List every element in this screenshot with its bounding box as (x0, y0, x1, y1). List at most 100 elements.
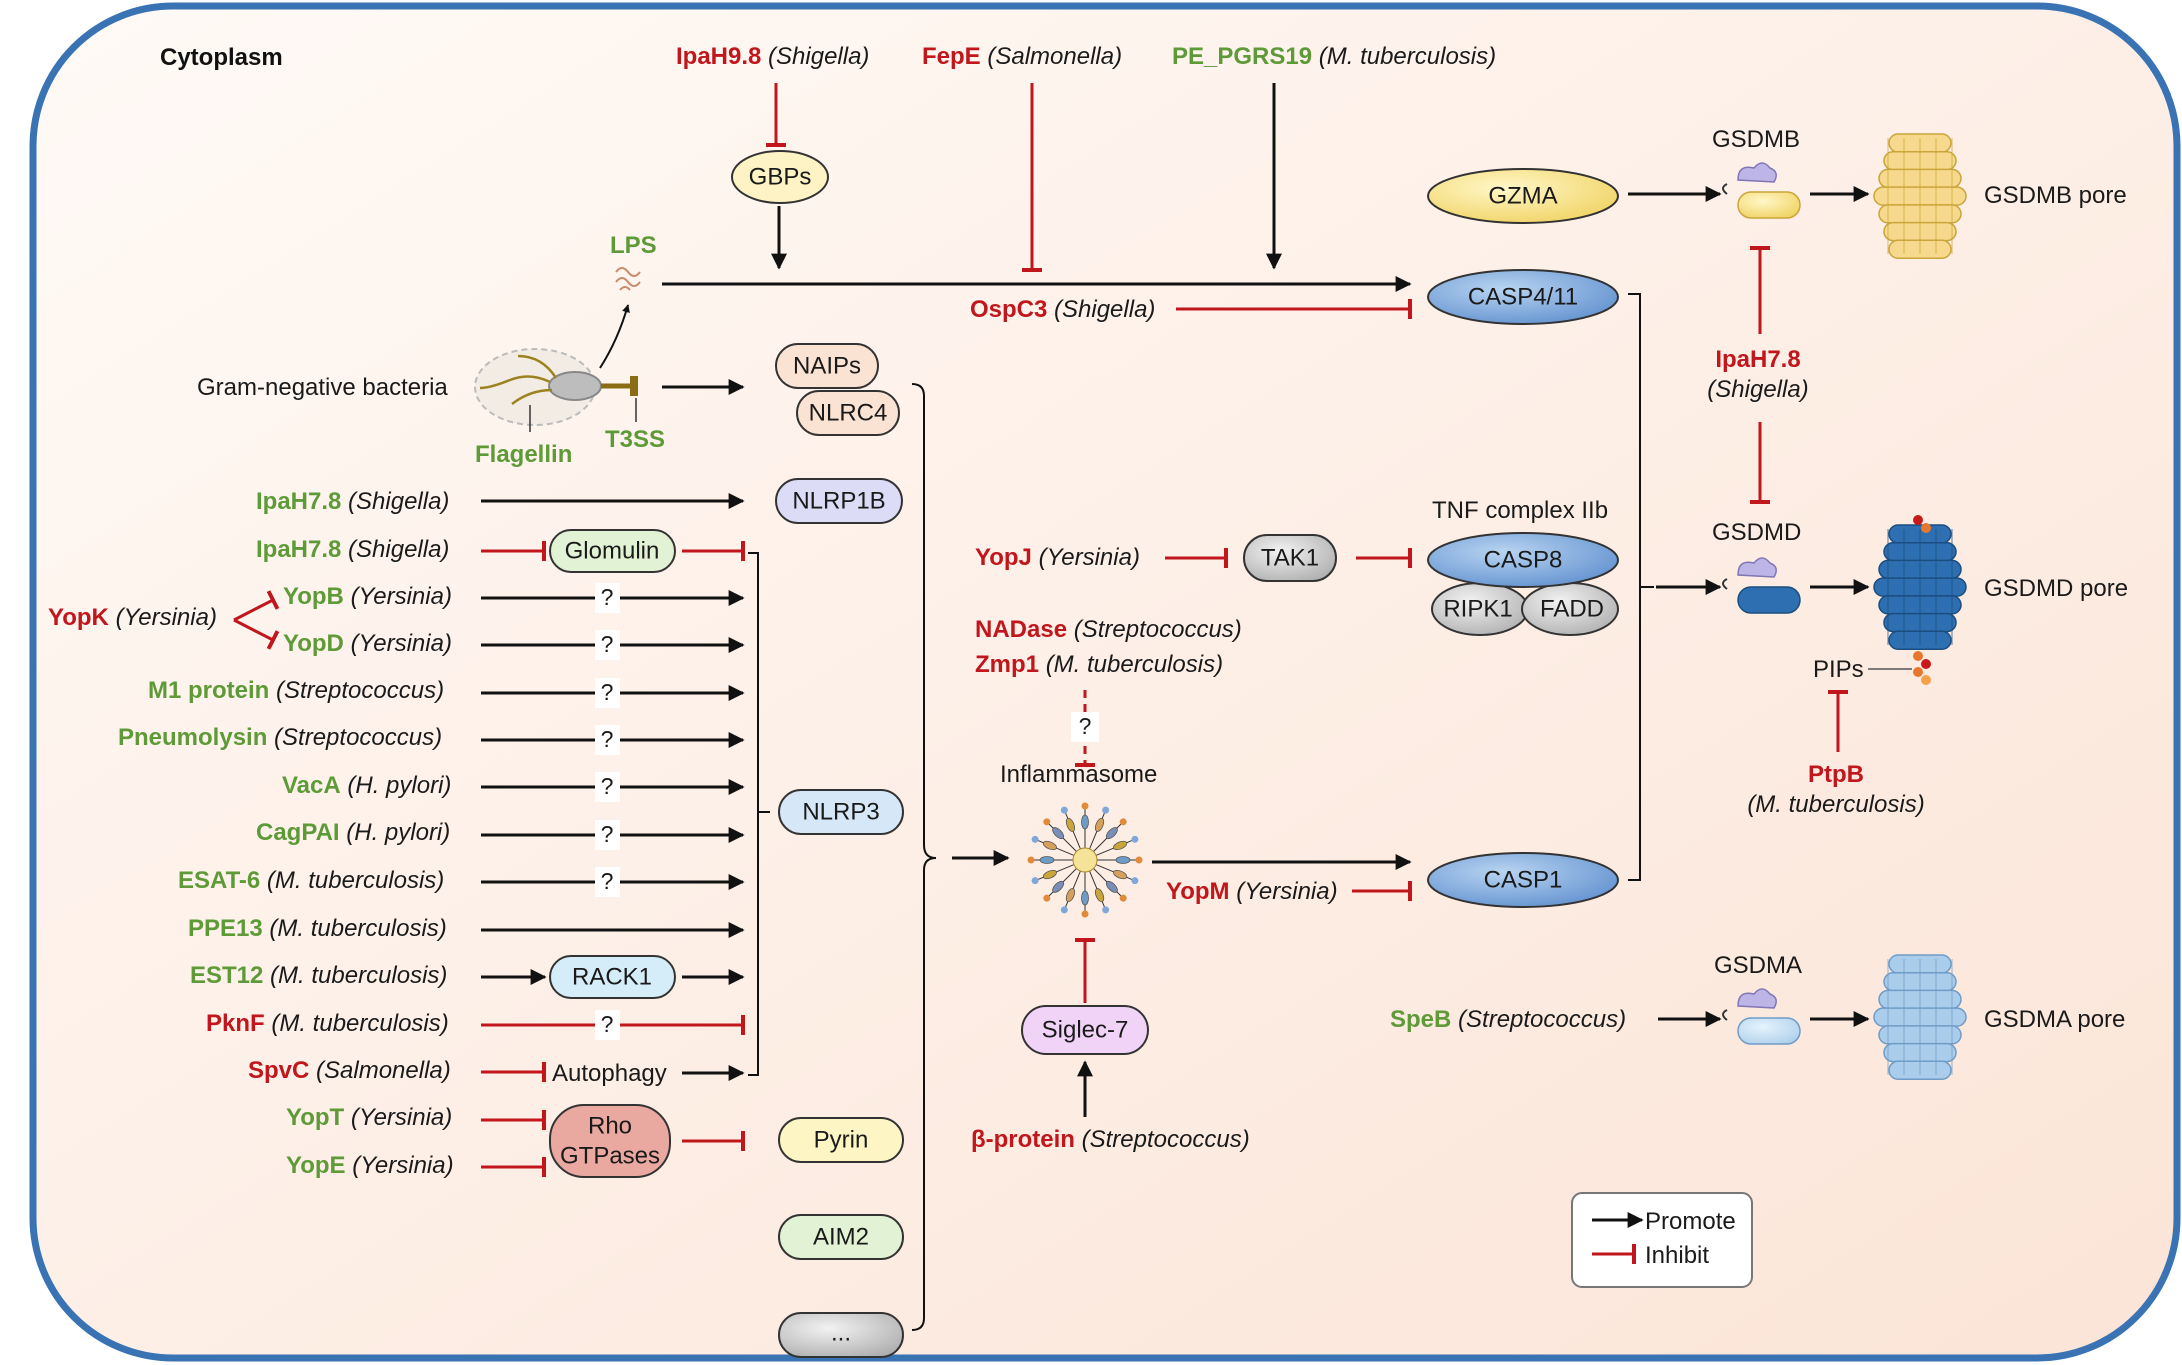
factor-ipah78-2: IpaH7.8 (Shigella) (256, 536, 449, 563)
factor-cagpai: CagPAI (H. pylori) (256, 819, 450, 846)
compartment-label: Cytoplasm (160, 44, 283, 71)
node-aim2: AIM2 (778, 1214, 904, 1260)
factor-ipah78-1: IpaH7.8 (Shigella) (256, 488, 449, 515)
factor-fepe: FepE (Salmonella) (922, 43, 1122, 70)
legend: Promote Inhibit (1571, 1192, 1753, 1288)
node-casp8: CASP8 (1427, 532, 1619, 588)
node-nlrc4: NLRC4 (796, 390, 900, 436)
node-nlrp3: NLRP3 (778, 789, 904, 835)
svg-text:RACK1: RACK1 (572, 963, 652, 990)
node-siglec7: Siglec-7 (1021, 1005, 1149, 1055)
factor-yopt: YopT (Yersinia) (286, 1104, 452, 1131)
factor-vaca: VacA (H. pylori) (282, 772, 451, 799)
factor-ppe13: PPE13 (M. tuberculosis) (188, 915, 447, 942)
svg-text:CASP8: CASP8 (1484, 546, 1563, 573)
gsdma-pore-icon (1873, 954, 1967, 1081)
arrow-yopd: ? (481, 630, 745, 660)
svg-text:CASP4/11: CASP4/11 (1468, 283, 1578, 310)
inhibit-pknf: ? (481, 1010, 745, 1040)
factor-m1-protein: M1 protein (Streptococcus) (148, 677, 444, 704)
gsdmb-protein-icon (1722, 162, 1801, 219)
node-glomulin: Glomulin (549, 529, 676, 573)
gsdma-protein-icon (1722, 988, 1801, 1045)
arrow-vaca: ? (481, 772, 745, 802)
factor-yopj: YopJ (Yersinia) (975, 544, 1140, 571)
inflammasome-icon (1027, 802, 1143, 918)
node-gsdma: GSDMA (1714, 952, 1802, 979)
svg-text:?: ? (1079, 713, 1092, 739)
bacteria-icon (474, 348, 638, 432)
node-pips: PIPs (1813, 656, 1864, 683)
node-gbps: GBPs (731, 150, 829, 204)
factor-ptpb-org: (M. tuberculosis) (1747, 791, 1924, 818)
factor-est12: EST12 (M. tuberculosis) (190, 962, 447, 989)
node-gsdmb: GSDMB (1712, 126, 1800, 153)
gsdmd-protein-icon (1722, 557, 1801, 614)
svg-text:?: ? (601, 631, 614, 657)
node-rack1: RACK1 (549, 955, 676, 999)
factor-ptpb: PtpB (1808, 761, 1864, 788)
svg-text:AIM2: AIM2 (813, 1223, 869, 1250)
factor-pneumolysin: Pneumolysin (Streptococcus) (118, 724, 442, 751)
svg-text:?: ? (601, 773, 614, 799)
svg-text:GZMA: GZMA (1488, 182, 1557, 209)
svg-text:Rho: Rho (588, 1112, 632, 1139)
node-t3ss: T3SS (605, 426, 665, 453)
svg-text:Glomulin: Glomulin (565, 537, 660, 564)
node-nlrp1b: NLRP1B (775, 478, 903, 524)
svg-text:NLRP1B: NLRP1B (792, 487, 885, 514)
svg-text:?: ? (601, 726, 614, 752)
factor-nadase: NADase (Streptococcus) (975, 616, 1242, 643)
inhibit-nadase-zmp1: ? (1071, 690, 1099, 767)
node-ripk1: RIPK1 (1431, 582, 1529, 636)
node-gsdma-pore: GSDMA pore (1984, 1006, 2125, 1033)
factor-zmp1: Zmp1 (M. tuberculosis) (975, 651, 1223, 678)
node-gsdmd-pore: GSDMD pore (1984, 575, 2128, 602)
node-other-sensors: ... (778, 1312, 904, 1358)
svg-text:?: ? (601, 679, 614, 705)
nlrp3-bracket (748, 552, 770, 1076)
factor-ospc3: OspC3 (Shigella) (970, 296, 1155, 323)
node-fadd: FADD (1521, 582, 1619, 636)
svg-text:RIPK1: RIPK1 (1443, 595, 1512, 622)
node-naips: NAIPs (775, 343, 879, 389)
node-casp1: CASP1 (1427, 852, 1619, 908)
pips-icon (1913, 515, 1931, 685)
factor-ipah78-right: IpaH7.8 (1715, 346, 1800, 373)
gsdmb-pore-icon (1873, 133, 1967, 260)
node-gsdmd: GSDMD (1712, 519, 1801, 546)
svg-text:Siglec-7: Siglec-7 (1042, 1016, 1129, 1043)
svg-text:?: ? (601, 868, 614, 894)
svg-text:FADD: FADD (1540, 595, 1604, 622)
node-gzma: GZMA (1427, 168, 1619, 224)
node-lps: LPS (610, 232, 657, 259)
svg-text:?: ? (601, 1011, 614, 1037)
factor-pknf: PknF (M. tuberculosis) (206, 1010, 449, 1037)
inhibit-yopk-yopb (233, 590, 280, 622)
svg-text:Pyrin: Pyrin (814, 1126, 869, 1153)
svg-text:CASP1: CASP1 (1484, 866, 1563, 893)
arrow-cagpai: ? (481, 820, 745, 850)
node-inflammasome-label: Inflammasome (1000, 761, 1157, 788)
svg-text:?: ? (601, 584, 614, 610)
svg-text:GTPases: GTPases (560, 1142, 660, 1169)
node-tak1: TAK1 (1243, 534, 1337, 582)
arrow-m1-protein: ? (481, 678, 745, 708)
sensor-bracket (911, 383, 937, 1331)
node-bacteria-label: Gram-negative bacteria (197, 374, 448, 401)
svg-text:...: ... (831, 1319, 851, 1346)
factor-speb: SpeB (Streptococcus) (1390, 1006, 1626, 1033)
svg-text:NLRP3: NLRP3 (802, 798, 879, 825)
svg-text:GBPs: GBPs (749, 163, 812, 190)
factor-yope: YopE (Yersinia) (286, 1152, 454, 1179)
node-rho-gtpases: Rho GTPases (549, 1104, 671, 1178)
arrow-yopb: ? (481, 583, 745, 613)
inhibit-yopk-yopd (233, 618, 280, 650)
factor-yopb: YopB (Yersinia) (283, 583, 452, 610)
svg-text:TAK1: TAK1 (1261, 544, 1319, 571)
svg-text:?: ? (601, 821, 614, 847)
node-flagellin: Flagellin (475, 441, 572, 468)
arrow-esat6: ? (481, 867, 745, 897)
factor-spvc: SpvC (Salmonella) (248, 1057, 451, 1084)
